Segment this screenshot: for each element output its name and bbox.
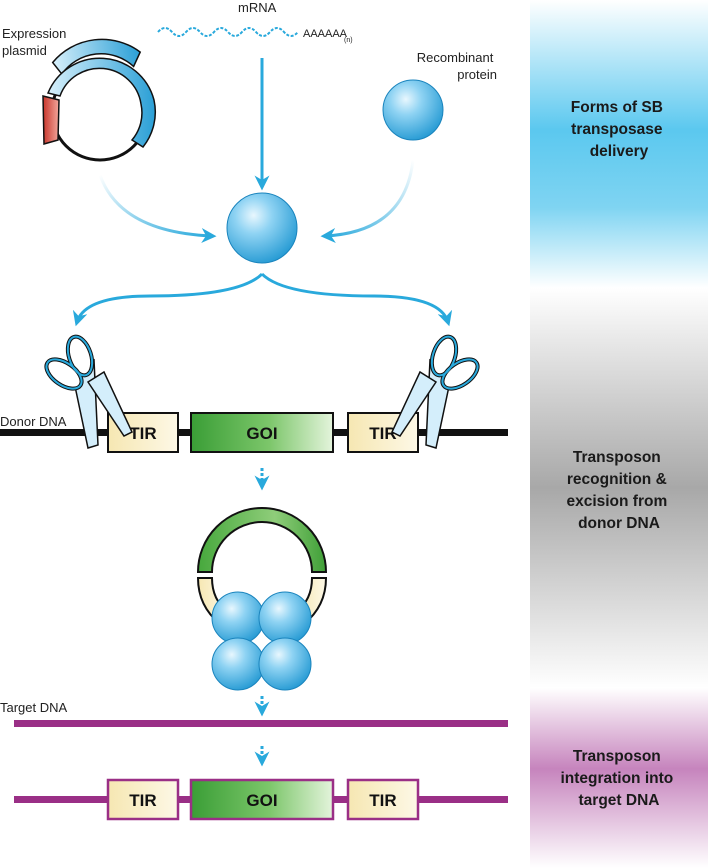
plasmid-promoter-segment	[51, 38, 142, 76]
transposase-subunit-1	[211, 591, 265, 645]
integrated-goi-box	[189, 778, 335, 821]
integrated-goi-label: GOI	[246, 791, 277, 810]
panel-excision-title: Transposon recognition & excision from d…	[566, 449, 671, 532]
delivery-arrows	[98, 58, 415, 244]
panel-integration-bg	[530, 688, 708, 868]
mrna-group: mRNA AAAAAA (n)	[157, 0, 353, 44]
expression-plasmid-label: Expression plasmid	[2, 26, 70, 58]
integrated-transposon-group: TIR GOI TIR	[14, 778, 508, 821]
excised-transposon-complex	[196, 507, 328, 691]
poly-a-tail: AAAAAA	[303, 28, 348, 40]
integrated-tir-right	[346, 778, 420, 821]
panel-delivery-bg	[530, 0, 708, 288]
transposase-subunit-3	[211, 637, 265, 691]
sb-transposase-sphere	[226, 192, 298, 264]
scissors-right-icon	[391, 334, 480, 449]
plasmid-blue-arc	[46, 57, 157, 148]
integrated-tir-label-left: TIR	[129, 791, 156, 810]
split-arrows	[72, 272, 453, 327]
goi-box-donor	[190, 412, 334, 453]
arrow-from-protein	[320, 159, 415, 243]
donor-dna-label: Donor DNA	[0, 414, 67, 429]
transposase-subunit-4	[258, 637, 312, 691]
plasmid-red-segment	[42, 95, 60, 145]
target-dna-label: Target DNA	[0, 700, 68, 715]
recombinant-protein-label: Recombinant protein	[417, 50, 497, 82]
recombinant-protein-sphere	[382, 79, 444, 141]
panel-excision-bg	[530, 288, 708, 688]
target-dna-group: Target DNA	[0, 700, 508, 727]
excised-goi-arc	[196, 507, 328, 573]
tir-label-left: TIR	[129, 424, 156, 443]
arrow-from-plasmid	[98, 174, 217, 244]
poly-a-subscript: (n)	[344, 37, 353, 44]
side-panels: Forms of SB transposase delivery Transpo…	[530, 0, 708, 868]
mrna-wave	[157, 27, 299, 37]
tir-label-right: TIR	[369, 424, 396, 443]
panel-integration-title: Transposon integration into target DNA	[560, 748, 677, 809]
recombinant-protein-group: Recombinant protein	[382, 50, 497, 141]
goi-label-donor: GOI	[246, 424, 277, 443]
arrow-split-right	[260, 272, 453, 327]
transposase-subunit-2	[258, 591, 312, 645]
target-dna-strand	[14, 720, 508, 727]
scissors-left-icon	[44, 334, 133, 449]
integrated-tir-left	[106, 778, 180, 821]
integrated-tir-label-right: TIR	[369, 791, 396, 810]
expression-plasmid-group: Expression plasmid	[2, 26, 157, 162]
arrow-split-left	[72, 272, 264, 327]
mrna-label: mRNA	[238, 0, 277, 15]
panel-delivery-title: Forms of SB transposase delivery	[571, 99, 667, 160]
